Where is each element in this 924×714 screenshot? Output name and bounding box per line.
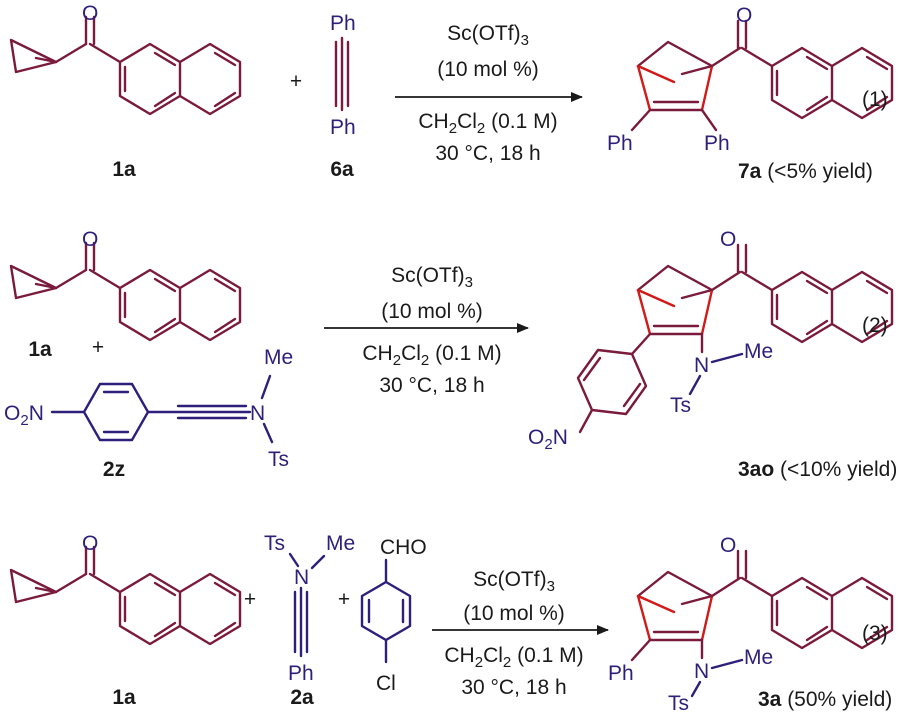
product-7a-structure xyxy=(636,19,894,120)
phenyl-group-right: Ph xyxy=(704,132,730,155)
product-label-line: 7a (<5% yield) xyxy=(738,160,873,183)
temperature-time: 30 °C, 18 h xyxy=(379,374,484,397)
ketone-oxygen: O xyxy=(720,534,736,557)
temperature-time: 30 °C, 18 h xyxy=(461,676,566,699)
tosyl-group: Ts xyxy=(264,532,285,555)
ketone-oxygen: O xyxy=(720,228,736,251)
equation-number: (2) xyxy=(862,314,888,337)
catalyst-text: Sc(OTf)3 xyxy=(391,264,473,291)
reaction-1: O 1a + Ph Ph 6a Sc(OTf)3 (10 mol %) CH2C… xyxy=(9,2,894,183)
reagent-2z-structure: O2N N Me Ts xyxy=(4,346,293,471)
methyl-group: Me xyxy=(326,532,355,555)
substrate-1a-structure xyxy=(9,15,242,116)
reagent-label: 2a xyxy=(290,686,314,709)
catalyst-text: Sc(OTf)3 xyxy=(473,568,555,595)
nitrogen-atom: N xyxy=(694,660,709,683)
plus-sign: + xyxy=(338,588,350,611)
substrate-label: 1a xyxy=(112,158,136,181)
nitrogen-atom: N xyxy=(694,354,709,377)
reaction-3: O 1a + Ts N Me Ph 2a + CHO Cl Sc(OTf xyxy=(9,532,894,714)
substrate-1a-structure xyxy=(9,545,242,646)
product-3ao-structure xyxy=(636,243,894,344)
aldehyde-structure: CHO Cl xyxy=(360,536,427,695)
reagent-6a-structure: Ph Ph xyxy=(330,12,356,139)
phenyl-bond xyxy=(700,108,718,132)
phenyl-group-left: Ph xyxy=(607,132,633,155)
catalyst-text: Sc(OTf)3 xyxy=(447,22,529,49)
solvent-text: CH2Cl2 (0.1 M) xyxy=(418,110,557,137)
substrate-label: 1a xyxy=(28,338,52,361)
solvent-text: CH2Cl2 (0.1 M) xyxy=(444,644,583,671)
tosyl-group: Ts xyxy=(268,448,289,471)
catalyst-loading: (10 mol %) xyxy=(463,602,565,625)
ketone-oxygen: O xyxy=(82,2,98,25)
plus-sign: + xyxy=(92,336,104,359)
methyl-group: Me xyxy=(744,646,773,669)
product-label-line: 3ao (<10% yield) xyxy=(738,458,897,481)
reagent-label: 2z xyxy=(103,458,125,481)
equation-number: (3) xyxy=(862,622,888,645)
product-label-line: 3a (50% yield) xyxy=(758,688,892,711)
chloro-group: Cl xyxy=(376,672,396,695)
reagent-2a-structure: Ts N Me Ph xyxy=(264,532,355,685)
product-3a-structure xyxy=(636,549,894,650)
substrate-label: 1a xyxy=(112,686,136,709)
tosyl-group: Ts xyxy=(668,692,689,714)
equation-number: (1) xyxy=(862,88,888,111)
temperature-time: 30 °C, 18 h xyxy=(435,142,540,165)
reagent-label: 6a xyxy=(330,158,354,181)
catalyst-loading: (10 mol %) xyxy=(437,58,539,81)
nitrogen-atom: N xyxy=(250,402,265,425)
reaction-2: O 1a + O2N N Me Ts 2z Sc(OTf)3 (10 mol %… xyxy=(4,228,897,481)
ketone-oxygen: O xyxy=(82,228,98,251)
nitro-group: O2N xyxy=(528,426,568,453)
phenyl-group-top: Ph xyxy=(330,12,356,35)
ketone-oxygen: O xyxy=(736,4,752,27)
ketone-oxygen: O xyxy=(82,532,98,555)
phenyl-group: Ph xyxy=(288,662,314,685)
plus-sign: + xyxy=(290,70,302,93)
nitro-group: O2N xyxy=(4,402,44,429)
phenyl-group-bottom: Ph xyxy=(330,116,356,139)
nitrogen-atom: N xyxy=(294,566,309,589)
phenyl-bond xyxy=(630,108,652,132)
tosyl-group: Ts xyxy=(670,394,691,417)
plus-sign: + xyxy=(244,588,256,611)
phenyl-group: Ph xyxy=(608,662,634,685)
aldehyde-group: CHO xyxy=(380,536,427,559)
substrate-1a-structure xyxy=(9,241,242,342)
methyl-group: Me xyxy=(744,340,773,363)
methyl-group: Me xyxy=(264,346,293,369)
solvent-text: CH2Cl2 (0.1 M) xyxy=(362,342,501,369)
catalyst-loading: (10 mol %) xyxy=(381,300,483,323)
